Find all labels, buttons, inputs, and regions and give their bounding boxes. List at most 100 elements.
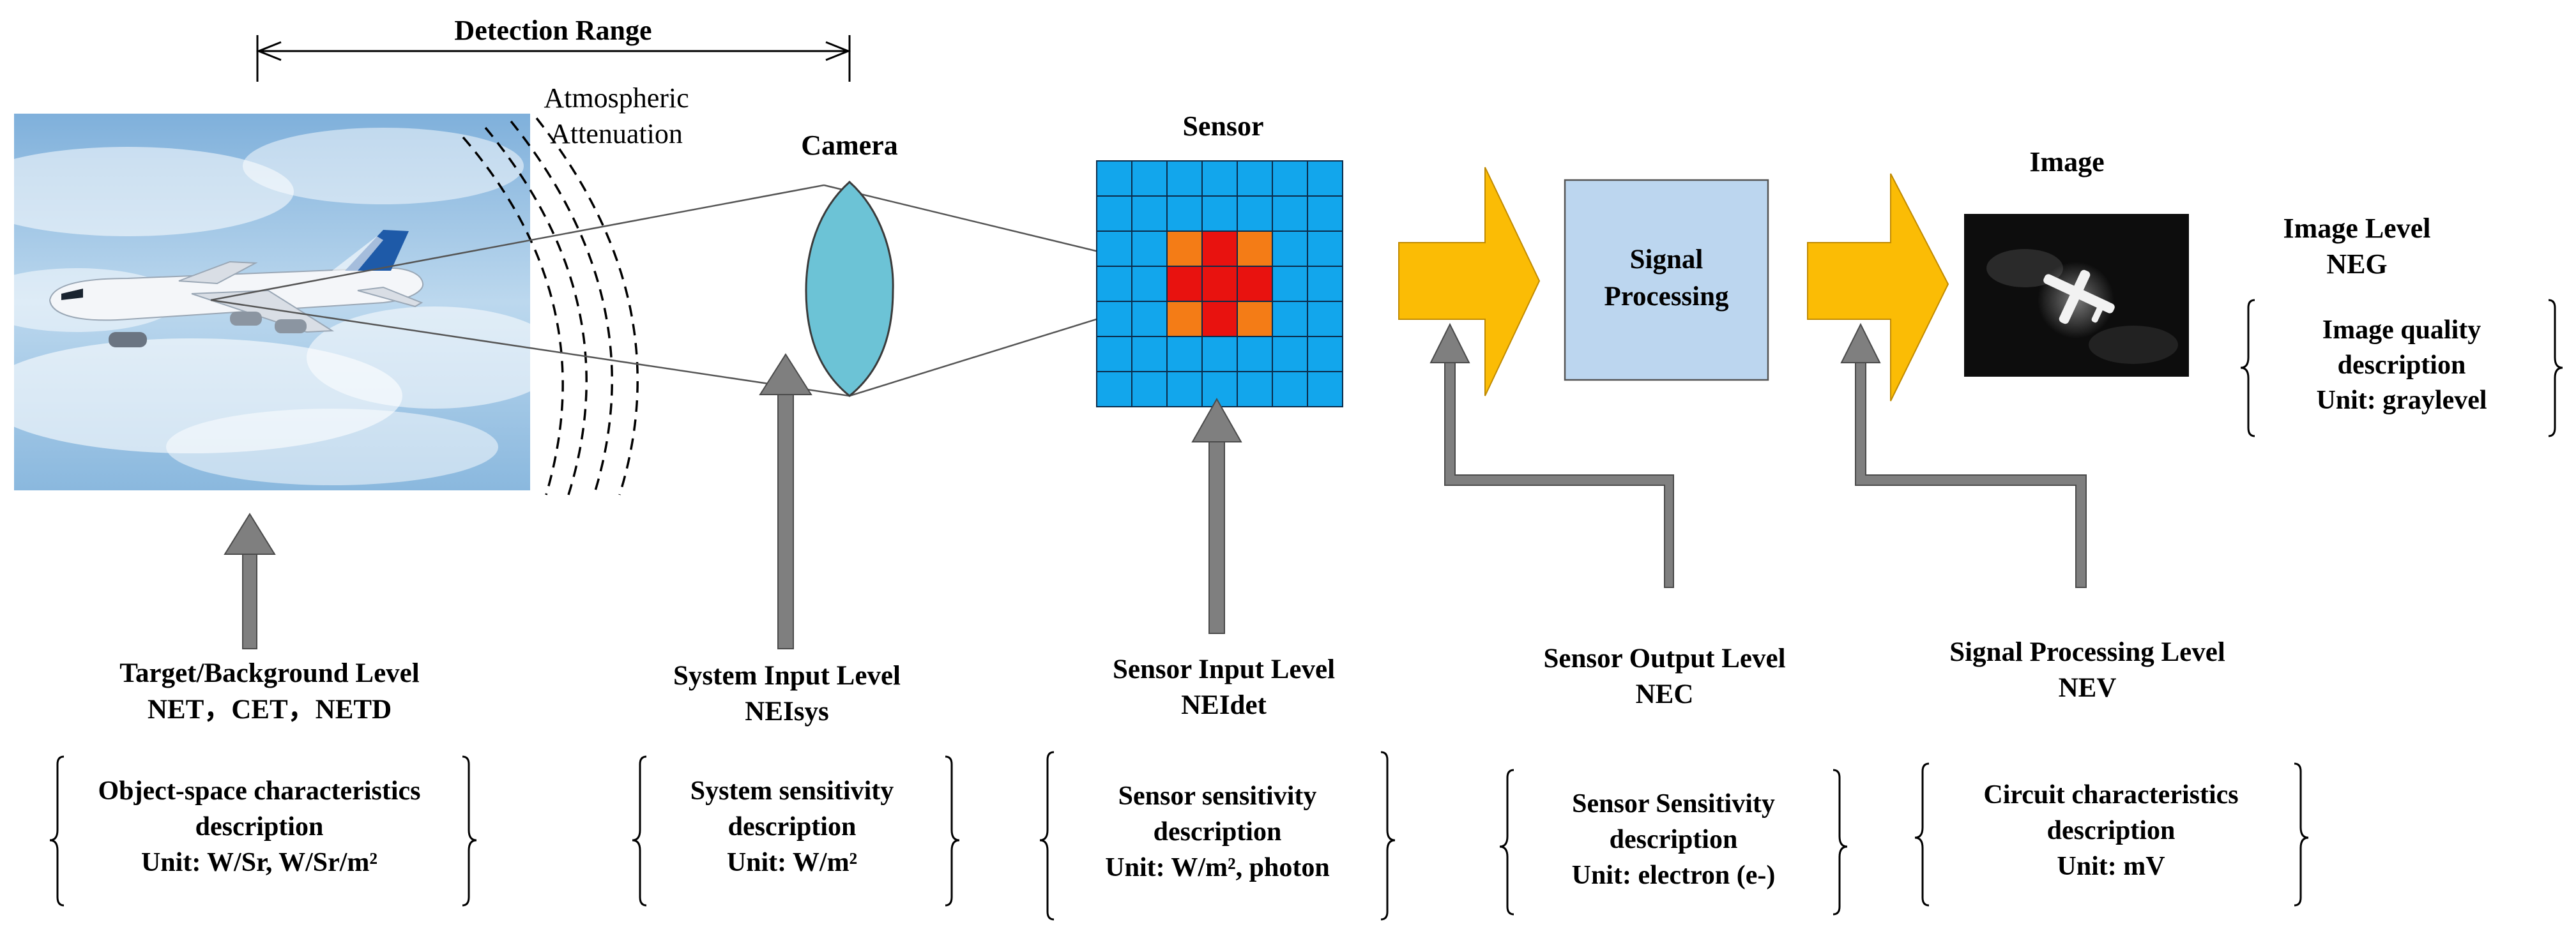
sensor-output-brace	[1499, 769, 1848, 916]
sensor-pixel	[1166, 195, 1203, 232]
sensor-pixel	[1237, 336, 1273, 372]
sensor-pixel	[1166, 160, 1203, 197]
sensor-pixel	[1237, 230, 1273, 267]
sensor-output-pointer	[1429, 322, 1674, 588]
sensor-output-title: Sensor Output Level	[1543, 644, 1785, 674]
signal-processing-pointer	[1840, 322, 2087, 588]
signal-processing-level-desc-line1: Circuit characteristics	[1983, 780, 2238, 810]
sensor-pixel	[1131, 336, 1168, 372]
sensor-pixel	[1237, 371, 1273, 407]
sensor-pixel	[1096, 336, 1132, 372]
sensor-pixel	[1201, 195, 1238, 232]
output-image-thumbnail	[1964, 214, 2189, 377]
sensor-pixel	[1166, 266, 1203, 302]
sensor-pixel	[1096, 371, 1132, 407]
sensor-pixel	[1237, 301, 1273, 337]
target-level-desc-line1: Object-space characteristics	[98, 776, 421, 806]
sensor-pixel	[1272, 266, 1308, 302]
signal-processing-level-code: NEV	[2059, 673, 2117, 703]
image-level-desc-line1: Image quality	[2322, 315, 2481, 345]
target-level-pointer	[224, 513, 276, 649]
sensor-pixel	[1201, 230, 1238, 267]
camera-label: Camera	[801, 130, 898, 161]
sensor-output-code: NEC	[1636, 679, 1694, 709]
signal-processing-level-brace	[1914, 762, 2309, 907]
signal-processing-level-desc-line2: description	[2047, 816, 2176, 845]
sensor-pixel	[1307, 371, 1343, 407]
signal-processing-box	[1564, 179, 1769, 381]
chevron-arrow-1	[1398, 167, 1541, 397]
sensor-pixel	[1272, 336, 1308, 372]
sensor-pixel	[1237, 160, 1273, 197]
sensor-pixel	[1131, 160, 1168, 197]
image-level-desc-line2: description	[2338, 351, 2466, 380]
system-input-pointer	[759, 353, 812, 649]
atmospheric-label-line2: Attenuation	[550, 118, 683, 149]
target-level-brace	[49, 755, 477, 907]
target-scene-photo	[0, 114, 562, 490]
sensor-pixel	[1096, 160, 1132, 197]
target-level-unit: Unit: W/Sr, W/Sr/m²	[141, 848, 377, 877]
sensor-pixel	[1307, 195, 1343, 232]
sensor-pixel	[1166, 336, 1203, 372]
sensor-pixel	[1096, 195, 1132, 232]
sensor-pixel	[1131, 230, 1168, 267]
sensor-pixel	[1096, 230, 1132, 267]
sensor-pixel	[1272, 301, 1308, 337]
sensor-output-desc-line1: Sensor Sensitivity	[1572, 789, 1775, 819]
system-input-title: System Input Level	[673, 661, 901, 691]
sensor-pixel	[1272, 195, 1308, 232]
sensor-input-code: NEIdet	[1181, 690, 1267, 720]
airplane-silhouette-icon	[2043, 269, 2115, 324]
sensor-pixel	[1272, 160, 1308, 197]
sensor-pixel	[1272, 371, 1308, 407]
signal-processing-label-line2: Processing	[1604, 282, 1729, 312]
sensor-pixel	[1237, 195, 1273, 232]
sensor-pixel	[1307, 266, 1343, 302]
system-input-code: NEIsys	[745, 697, 828, 727]
atmospheric-attenuation-waves	[462, 117, 639, 495]
sensor-pixel	[1272, 230, 1308, 267]
sensor-input-desc-line2: description	[1154, 817, 1282, 847]
sensor-pixel	[1096, 266, 1132, 302]
sensor-output-unit: Unit: electron (e-)	[1572, 861, 1776, 890]
sensor-pixel	[1307, 160, 1343, 197]
system-input-unit: Unit: W/m²	[727, 848, 857, 877]
sensor-pixel	[1166, 301, 1203, 337]
atmospheric-label-line1: Atmospheric	[544, 82, 689, 114]
sensor-pixel	[1237, 266, 1273, 302]
sensor-pixel	[1131, 371, 1168, 407]
chevron-arrow-2	[1807, 173, 1949, 402]
sensor-input-pointer	[1191, 397, 1242, 634]
pointer-arrows	[224, 322, 2087, 649]
sensor-pixel	[1201, 336, 1238, 372]
sensor-pixel	[1307, 301, 1343, 337]
sensor-label: Sensor	[1182, 110, 1263, 142]
camera-lens-icon	[805, 180, 894, 397]
sensor-pixel	[1201, 160, 1238, 197]
sensor-pixel	[1096, 301, 1132, 337]
sensor-pixel	[1307, 336, 1343, 372]
sensor-pixel	[1307, 230, 1343, 267]
sensor-output-desc-line2: description	[1610, 825, 1738, 854]
sensor-pixel-grid	[1096, 160, 1343, 407]
target-level-title: Target/Background Level	[119, 658, 420, 688]
detection-range-label: Detection Range	[454, 15, 652, 46]
target-level-code: NET，CET，NETD	[148, 695, 392, 725]
image-level-code: NEG	[2326, 248, 2387, 280]
image-level-title: Image Level	[2283, 213, 2431, 244]
sensor-input-unit: Unit: W/m², photon	[1105, 853, 1329, 882]
sensor-input-brace	[1039, 751, 1396, 921]
sensor-pixel	[1131, 195, 1168, 232]
image-label: Image	[2029, 146, 2104, 177]
sensor-pixel	[1201, 266, 1238, 302]
system-input-desc-line2: description	[728, 812, 857, 842]
signal-processing-level-title: Signal Processing Level	[1949, 637, 2225, 667]
detection-range-dimension	[255, 35, 851, 82]
image-level-unit: Unit: graylevel	[2316, 386, 2487, 415]
sensor-pixel	[1131, 301, 1168, 337]
signal-processing-label-line1: Signal	[1630, 245, 1703, 275]
sensor-pixel	[1201, 371, 1238, 407]
signal-processing-level-unit: Unit: mV	[2057, 852, 2165, 881]
